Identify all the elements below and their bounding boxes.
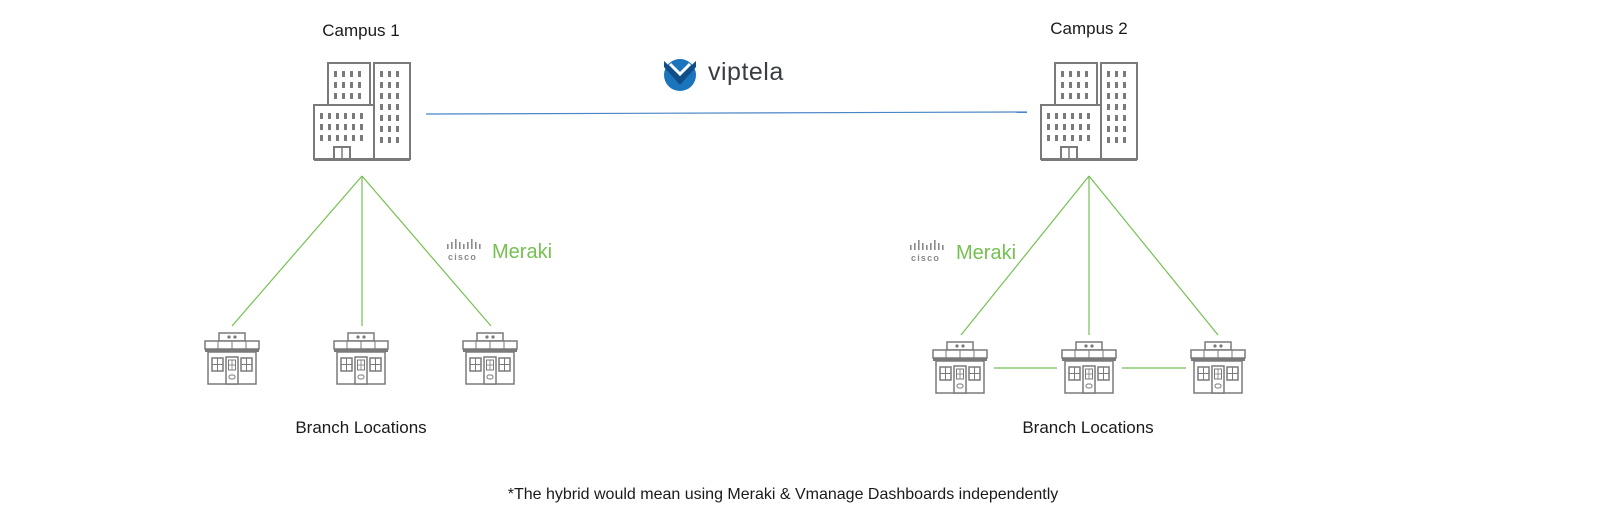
branch-store-icon: [333, 332, 389, 385]
cisco-logo-text: cisco: [448, 252, 478, 262]
campus2-branch-links: [960, 175, 1219, 369]
meraki-logo-text: Meraki: [956, 242, 1017, 264]
branch-store-icon: [204, 332, 260, 385]
campus1-branch1-link: [231, 175, 363, 327]
branch-store-icon: [462, 332, 518, 385]
cisco-bars-icon: [910, 240, 944, 250]
cisco-bars-icon: [447, 239, 481, 249]
branch-store-icon: [1190, 341, 1246, 394]
branch-store-icon: [1061, 341, 1117, 394]
campus2-label: Campus 2: [1050, 19, 1128, 38]
wan-link: [425, 111, 1028, 115]
campus1-branch3-link: [361, 175, 492, 327]
campus2-branch1-link: [960, 175, 1090, 336]
campus1-branch-links: [231, 175, 492, 327]
footnote: *The hybrid would mean using Meraki & Vm…: [507, 486, 1059, 503]
viptela-logo-text: viptela: [708, 58, 784, 86]
campus1-building-icon: [313, 62, 411, 162]
branch-group1-label: Branch Locations: [295, 418, 427, 437]
viptela-check-icon: [664, 59, 696, 91]
branch-store-icon: [932, 341, 988, 394]
branch-group2-label: Branch Locations: [1022, 418, 1154, 437]
campus2-building-icon: [1040, 62, 1138, 162]
campus1-label: Campus 1: [322, 21, 400, 40]
meraki-logo-text: Meraki: [492, 241, 553, 263]
campus2-branch3-link: [1088, 175, 1219, 336]
cisco-logo-text: cisco: [911, 253, 941, 263]
